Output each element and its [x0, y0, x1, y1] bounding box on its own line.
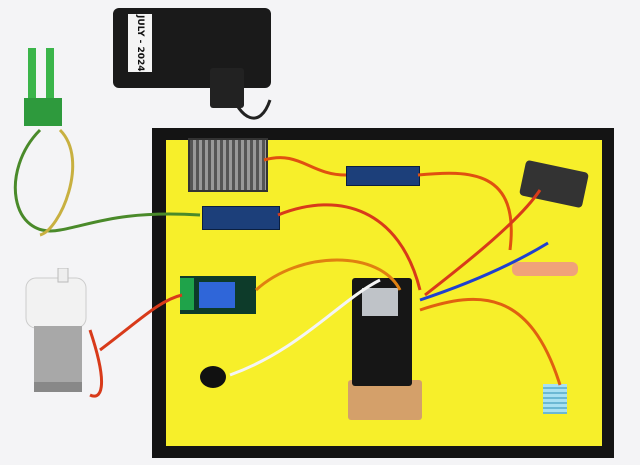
- adapter-date-label: JULY - 2024: [128, 14, 152, 72]
- adapter-plug: [210, 68, 244, 108]
- dht-sensor: [543, 384, 567, 414]
- pcb-board: [348, 380, 422, 420]
- wifi-module-shield: [362, 288, 398, 316]
- soil-sensor-module: [202, 206, 280, 230]
- water-pump: [25, 268, 87, 392]
- led-strip: [512, 262, 578, 276]
- soil-moisture-probe: [24, 48, 62, 126]
- relay-terminal: [180, 278, 194, 310]
- relay-cube: [199, 282, 235, 308]
- buzzer: [200, 366, 226, 388]
- rain-sensor-plate: [188, 138, 268, 192]
